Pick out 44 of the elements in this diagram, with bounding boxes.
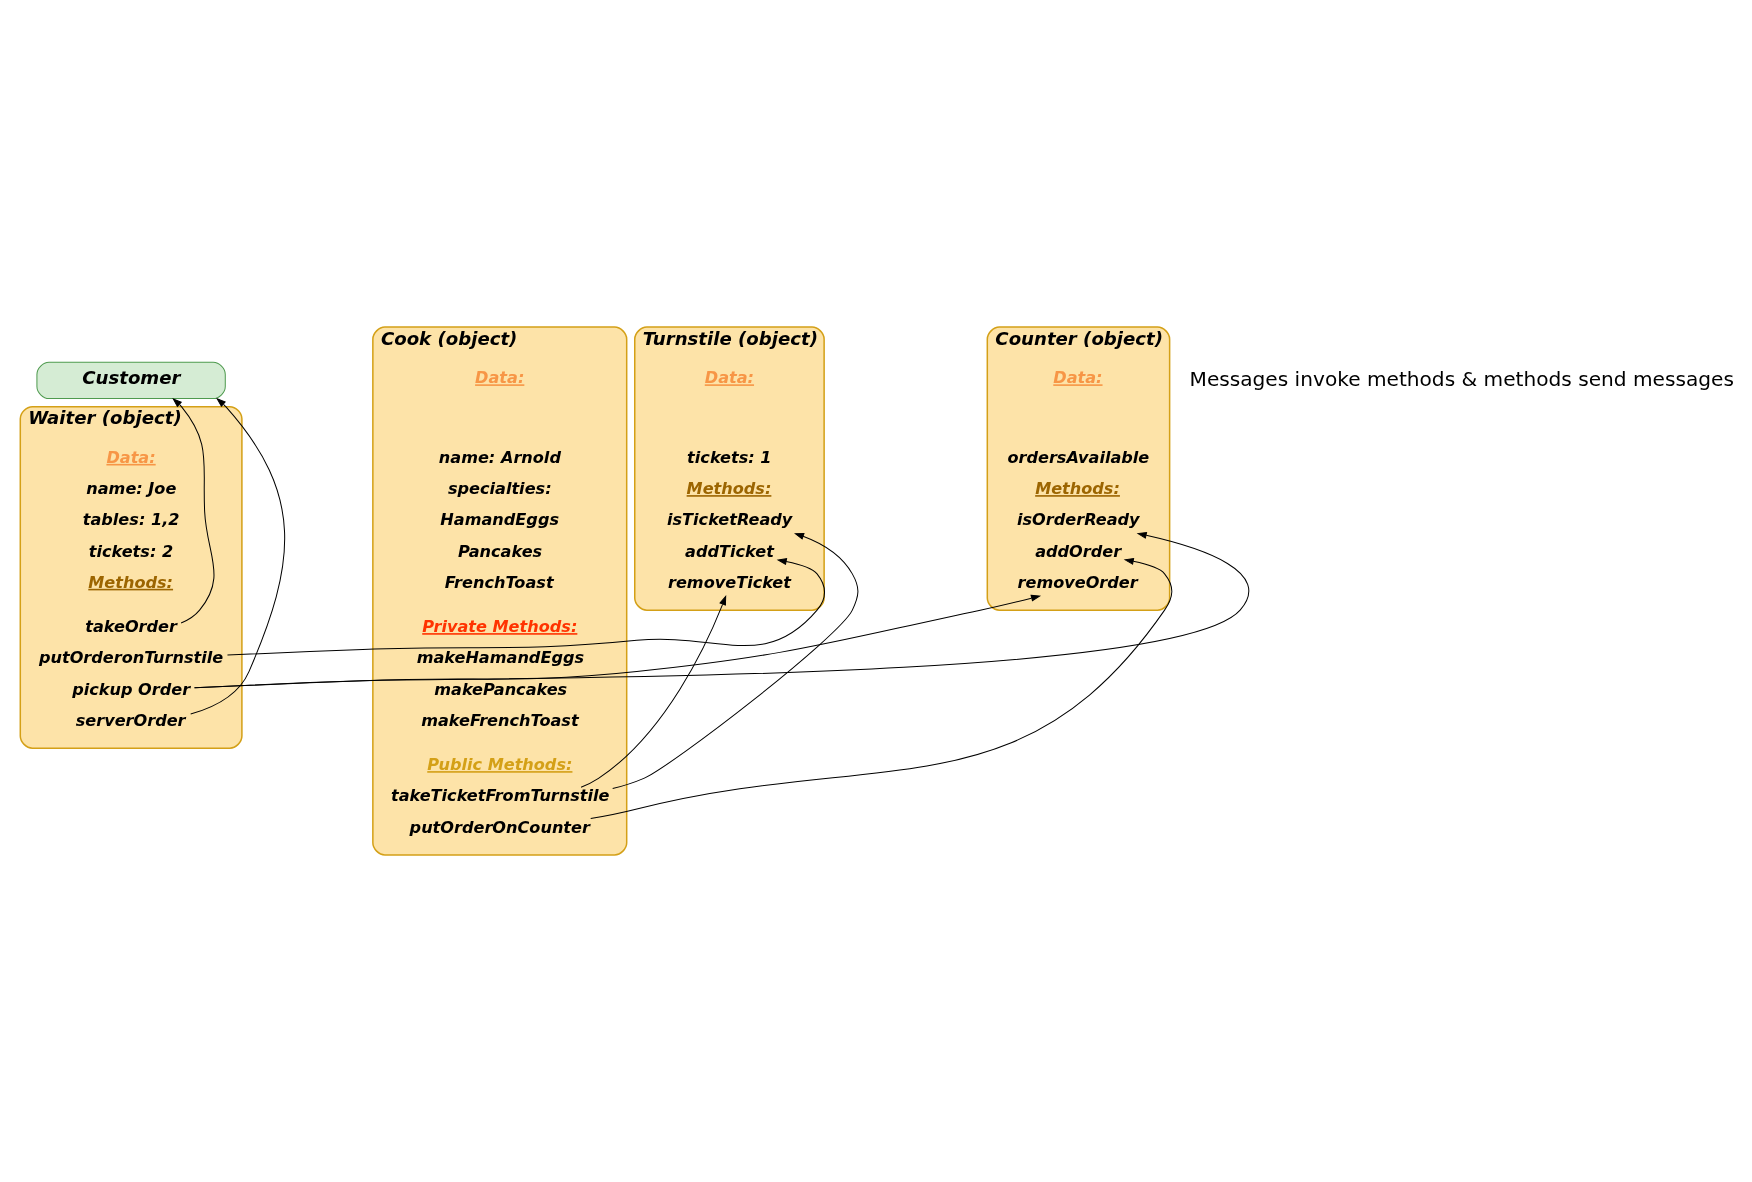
node-text: takeTicketFromTurnstile bbox=[390, 786, 610, 806]
arrow bbox=[226, 558, 826, 656]
node-text: takeOrder bbox=[85, 617, 177, 637]
node-text: removeTicket bbox=[667, 572, 791, 592]
label: Messages invoke methods & methods send messages bbox=[1189, 366, 1734, 391]
node-text: putOrderonTurnstile bbox=[38, 648, 224, 668]
arrow bbox=[612, 533, 859, 790]
node-text: addOrder bbox=[1035, 541, 1122, 561]
node-text: Private Methods: bbox=[422, 617, 578, 637]
node-text: tickets: 1 bbox=[687, 447, 772, 467]
node-text: pickup Order bbox=[72, 679, 191, 699]
node-text: addTicket bbox=[685, 541, 774, 561]
node-text: isOrderReady bbox=[1017, 510, 1140, 530]
arrow bbox=[590, 557, 1173, 820]
node-text: Methods: bbox=[88, 572, 174, 592]
node-text: serverOrder bbox=[75, 710, 186, 730]
node-text: makeHamandEggs bbox=[416, 648, 585, 668]
node-text: putOrderOnCounter bbox=[409, 817, 590, 837]
node-text: Data: bbox=[704, 368, 755, 388]
node-text: tables: 1,2 bbox=[82, 510, 180, 530]
node-text: name: Arnold bbox=[438, 447, 561, 467]
node-text: Public Methods: bbox=[427, 755, 573, 775]
node-text: HamandEggs bbox=[440, 510, 560, 530]
node-text: Data: bbox=[475, 368, 525, 388]
node-text: Methods: bbox=[1035, 479, 1120, 499]
node-text: isTicketReady bbox=[666, 510, 793, 530]
arrow bbox=[580, 595, 727, 788]
arrow bbox=[190, 397, 286, 715]
arrow bbox=[194, 594, 1042, 689]
node-text: tickets: 2 bbox=[88, 541, 174, 561]
node-text: makeFrenchToast bbox=[421, 710, 579, 730]
node-text: Data: bbox=[106, 447, 156, 467]
node-text: Methods: bbox=[686, 479, 772, 499]
node-box: Customer bbox=[36, 361, 226, 400]
node-text: Pancakes bbox=[457, 541, 543, 561]
node-text: Data: bbox=[1053, 368, 1103, 388]
node-text: ordersAvailable bbox=[1007, 447, 1150, 467]
node-text: makePancakes bbox=[434, 679, 568, 699]
node-text: name: Joe bbox=[86, 479, 177, 499]
arrow bbox=[194, 531, 1250, 689]
node-text: FrenchToast bbox=[444, 572, 554, 592]
node-text: specialties: bbox=[447, 479, 552, 499]
arrow bbox=[172, 397, 215, 624]
node-text: removeOrder bbox=[1017, 572, 1138, 592]
